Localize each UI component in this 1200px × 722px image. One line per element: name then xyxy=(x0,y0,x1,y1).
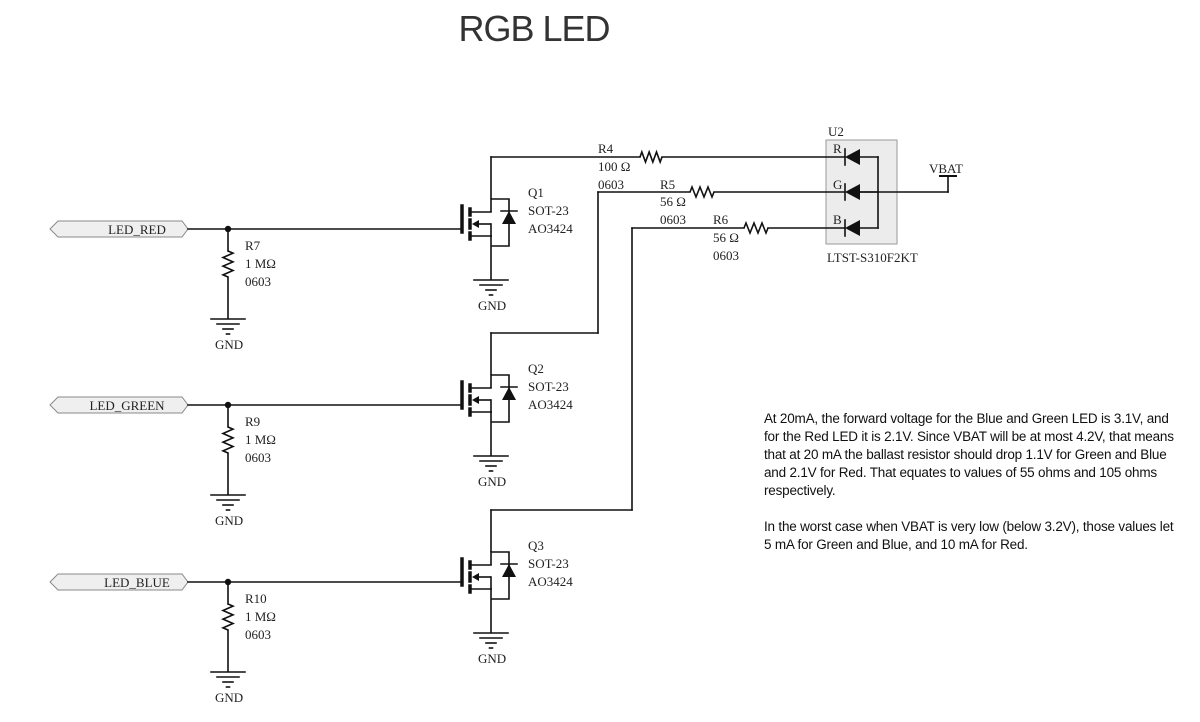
ground-symbol: GND xyxy=(473,279,509,313)
pulldown-resistor xyxy=(220,250,236,278)
pulldown-ref: R10 xyxy=(245,591,267,606)
pulldown-value: 1 MΩ xyxy=(245,256,276,271)
r6-package: 0603 xyxy=(713,248,739,263)
pulldown-ref: R9 xyxy=(245,414,260,429)
body-diode xyxy=(502,387,516,400)
led-ref: U2 xyxy=(828,124,844,139)
r4-ref: R4 xyxy=(598,141,614,156)
led-diode xyxy=(845,220,860,236)
pulldown-value: 1 MΩ xyxy=(245,432,276,447)
r4-value: 100 Ω xyxy=(598,159,630,174)
mosfet-part: AO3424 xyxy=(528,397,573,412)
led-pin-g: G xyxy=(833,177,842,192)
pulldown-resistor xyxy=(220,426,236,454)
port-label: LED_GREEN xyxy=(89,398,165,413)
r6-ref: R6 xyxy=(713,212,729,227)
mosfet-package: SOT-23 xyxy=(528,379,569,394)
ground-symbol: GND xyxy=(210,494,246,528)
vbat-label: VBAT xyxy=(929,161,963,176)
mosfet-package: SOT-23 xyxy=(528,556,569,571)
ballast-resistor xyxy=(743,220,769,236)
mosfet-ref: Q3 xyxy=(528,538,544,553)
led-pin-b: B xyxy=(833,212,842,227)
ground-symbol: GND xyxy=(473,455,509,489)
gnd-label: GND xyxy=(478,651,506,666)
ground-symbol: GND xyxy=(210,318,246,352)
note-paragraph-2: In the worst case when VBAT is very low … xyxy=(764,519,1174,552)
ground-symbol: GND xyxy=(473,632,509,666)
ballast-resistor xyxy=(689,184,715,200)
page-title: RGB LED xyxy=(458,8,610,49)
mosfet-ref: Q2 xyxy=(528,361,544,376)
gnd-label: GND xyxy=(215,513,243,528)
ground-symbol: GND xyxy=(210,671,246,705)
pulldown-resistor xyxy=(220,603,236,631)
note-paragraph-1: At 20mA, the forward voltage for the Blu… xyxy=(764,411,1174,498)
ballast-resistor xyxy=(639,149,663,165)
r6-value: 56 Ω xyxy=(713,230,739,245)
port-label: LED_RED xyxy=(108,222,166,237)
pulldown-package: 0603 xyxy=(245,450,271,465)
pulldown-package: 0603 xyxy=(245,627,271,642)
led-diode xyxy=(845,149,860,165)
r5-ref: R5 xyxy=(660,177,675,192)
led-pin-r: R xyxy=(833,141,842,156)
led-diode xyxy=(845,184,860,200)
gnd-label: GND xyxy=(215,690,243,705)
body-diode xyxy=(502,564,516,577)
mosfet-ref: Q1 xyxy=(528,185,544,200)
design-note: At 20mA, the forward voltage for the Blu… xyxy=(764,410,1184,572)
gnd-label: GND xyxy=(478,474,506,489)
mosfet-package: SOT-23 xyxy=(528,203,569,218)
led-part: LTST-S310F2KT xyxy=(827,250,918,265)
pulldown-ref: R7 xyxy=(245,238,261,253)
mosfet-part: AO3424 xyxy=(528,221,573,236)
r5-value: 56 Ω xyxy=(660,194,686,209)
arrow xyxy=(472,220,479,228)
gnd-label: GND xyxy=(478,298,506,313)
pulldown-package: 0603 xyxy=(245,274,271,289)
arrow xyxy=(472,573,479,581)
gnd-label: GND xyxy=(215,337,243,352)
arrow xyxy=(472,396,479,404)
r5-package: 0603 xyxy=(660,212,686,227)
port-label: LED_BLUE xyxy=(104,575,170,590)
r4-package: 0603 xyxy=(598,177,624,192)
body-diode xyxy=(502,211,516,224)
pulldown-value: 1 MΩ xyxy=(245,609,276,624)
mosfet-part: AO3424 xyxy=(528,574,573,589)
